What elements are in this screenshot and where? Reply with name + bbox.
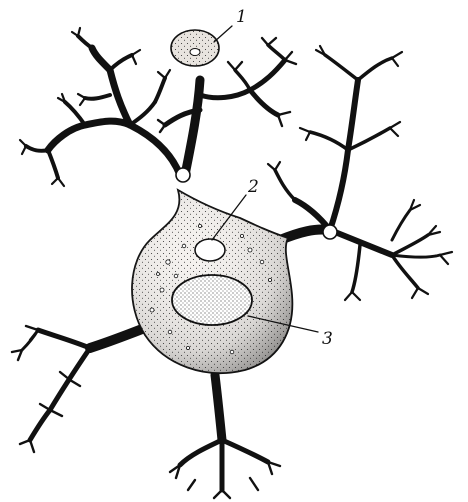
synaptic-bulb	[171, 30, 219, 66]
vacuole-2	[195, 239, 225, 261]
label-2: 2	[247, 177, 259, 197]
label-1: 1	[236, 7, 247, 27]
nucleus	[172, 275, 252, 325]
label-3: 3	[322, 329, 333, 349]
